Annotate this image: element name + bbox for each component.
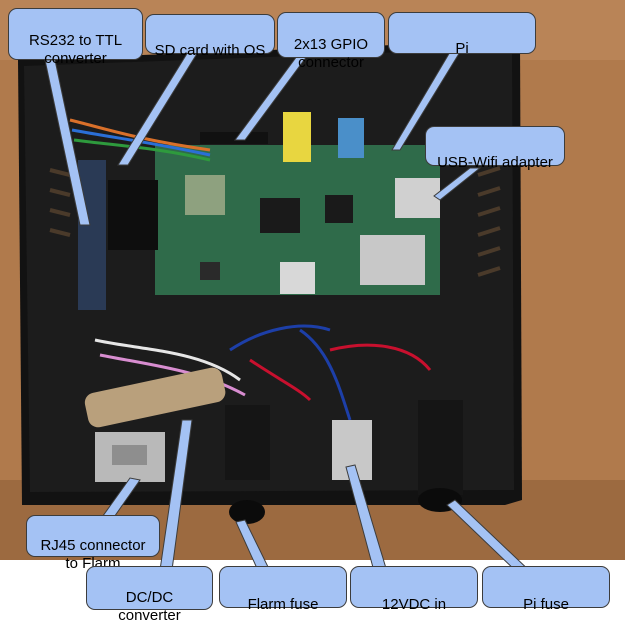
callout-flarm-fuse-text: Flarm fuse [247, 596, 319, 613]
callout-dcdc-converter: DC/DC converter [86, 566, 213, 624]
sd-card-block [108, 180, 158, 250]
vent-slots-right [477, 166, 501, 277]
flarm-fuse-holder [225, 405, 270, 480]
callout-rj45-connector: RJ45 connector to Flarm [26, 515, 160, 572]
callout-rs232-text: RS232 to TTL converter [28, 32, 123, 67]
callout-gpio-text: 2x13 GPIO connector [293, 36, 369, 71]
callout-rs232-converter: RS232 to TTL converter [8, 8, 143, 67]
callout-pi-fuse: Pi fuse [482, 566, 610, 613]
callout-sd-card-text: SD card with OS [154, 42, 266, 59]
callout-usb-wifi-text: USB-Wifi adapter [437, 154, 553, 171]
callout-gpio-connector: 2x13 GPIO connector [277, 12, 385, 71]
rs232-converter-block [78, 160, 106, 310]
callout-sd-card: SD card with OS [145, 14, 275, 59]
audio-jack [338, 118, 364, 158]
callout-pi-text: Pi [455, 40, 469, 57]
raspberry-pi-board [155, 132, 440, 295]
callout-pi-fuse-text: Pi fuse [523, 596, 569, 613]
vent-slots-left [49, 168, 71, 237]
callout-12vdc-text: 12VDC in [381, 596, 447, 613]
callout-usb-wifi-adapter: USB-Wifi adapter [425, 126, 565, 171]
callout-pi: Pi [388, 12, 536, 57]
callout-pointers [44, 51, 536, 576]
callout-flarm-fuse: Flarm fuse [219, 566, 347, 613]
callout-12vdc-in: 12VDC in [350, 566, 478, 613]
pi-fuse-holder [418, 400, 463, 495]
dcdc-converter-body [84, 367, 226, 428]
rca-jack [283, 112, 311, 162]
